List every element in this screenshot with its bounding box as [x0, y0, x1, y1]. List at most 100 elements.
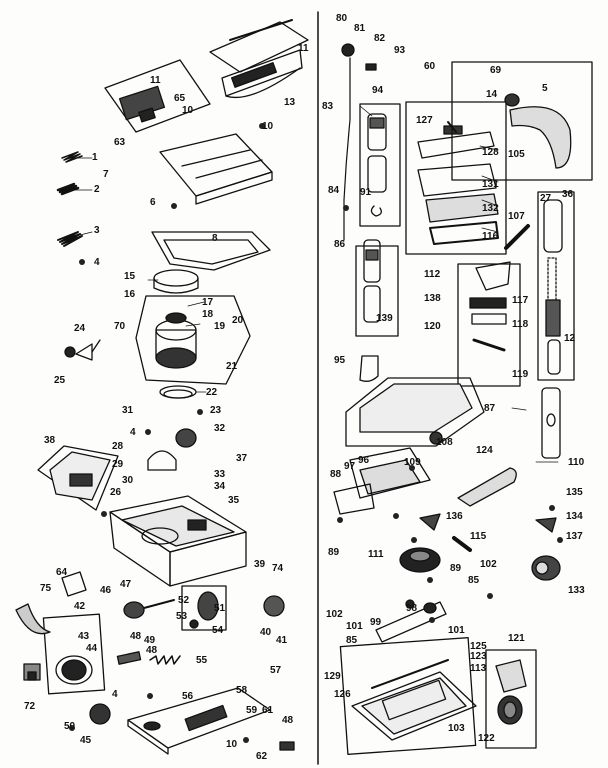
callout-126: 126 — [334, 689, 351, 700]
callout-22: 22 — [206, 387, 218, 398]
swivel-link-part — [64, 339, 101, 361]
callout-51: 51 — [214, 603, 226, 614]
callout-70: 70 — [114, 321, 126, 332]
callout-34: 34 — [214, 481, 226, 492]
callout-48-a: 48 — [130, 631, 142, 642]
elbow-95-part — [359, 355, 379, 382]
nozzle-plate-part — [351, 659, 477, 741]
callout-42: 42 — [74, 601, 86, 612]
callout-117: 117 — [512, 295, 529, 306]
callout-16: 16 — [124, 289, 136, 300]
callout-101-b: 101 — [448, 625, 465, 636]
callout-97: 97 — [344, 461, 356, 472]
callout-110: 110 — [568, 457, 585, 468]
callout-80: 80 — [336, 13, 348, 24]
callout-86: 86 — [334, 239, 346, 250]
callout-112: 112 — [424, 269, 441, 280]
callout-133: 133 — [568, 585, 585, 596]
upholstery-box — [457, 263, 521, 387]
callout-57: 57 — [270, 665, 282, 676]
callout-118: 118 — [512, 319, 529, 330]
callout-11-a: 11 — [150, 75, 161, 86]
spring-75-part — [15, 603, 51, 635]
wand-box — [537, 191, 575, 381]
top-panel-part — [159, 133, 273, 205]
axle-wheel-part — [123, 599, 175, 619]
wheel-45-part — [89, 703, 111, 725]
screw-parts-right — [337, 205, 563, 623]
callout-108: 108 — [436, 437, 453, 448]
callout-7: 7 — [103, 169, 109, 180]
callout-29: 29 — [112, 459, 124, 470]
callout-96: 96 — [358, 455, 370, 466]
nozzle-box — [339, 637, 477, 755]
cap-121-part — [495, 659, 527, 725]
callout-137: 137 — [566, 531, 583, 542]
callout-134: 134 — [566, 511, 583, 522]
callout-28: 28 — [112, 441, 124, 452]
callout-23: 23 — [210, 405, 222, 416]
callout-85-a: 85 — [346, 635, 358, 646]
callout-4: 4 — [94, 257, 100, 268]
ring-14-part — [504, 93, 520, 107]
callout-47: 47 — [120, 579, 132, 590]
callout-120: 120 — [424, 321, 441, 332]
callout-10-a: 10 — [182, 105, 194, 116]
callout-136: 136 — [446, 511, 463, 522]
callout-74: 74 — [272, 563, 284, 574]
hose-105-part — [509, 106, 572, 169]
tube-group-box-lower — [355, 245, 399, 337]
rear-wheel-part — [55, 655, 93, 685]
callout-119: 119 — [512, 369, 529, 380]
clip-115-part — [452, 536, 472, 552]
callout-83: 83 — [322, 101, 334, 112]
bracket-88-part — [333, 483, 375, 515]
nozzle-124-part — [457, 467, 517, 507]
callout-107: 107 — [508, 211, 525, 222]
callout-48-b: 48 — [146, 645, 158, 656]
callout-65: 65 — [174, 93, 186, 104]
callout-24: 24 — [74, 323, 86, 334]
latch-134-part — [535, 517, 557, 533]
bottom-plate-part — [127, 687, 271, 755]
callout-45: 45 — [80, 735, 92, 746]
callout-56: 56 — [182, 691, 194, 702]
callout-10-c: 10 — [226, 739, 238, 750]
floor-brush-part — [417, 125, 499, 245]
callout-43: 43 — [78, 631, 90, 642]
bumper-28-part — [147, 450, 177, 471]
callout-125: 125 — [470, 641, 487, 652]
callout-116: 116 — [482, 231, 499, 242]
callout-19: 19 — [214, 321, 226, 332]
callout-105: 105 — [508, 149, 525, 160]
callout-2: 2 — [94, 184, 100, 195]
callout-25: 25 — [54, 375, 66, 386]
crevice-107-part — [504, 224, 530, 250]
callout-17: 17 — [202, 297, 214, 308]
callout-102-a: 102 — [326, 609, 343, 620]
callout-75: 75 — [40, 583, 52, 594]
wheel-group-part — [181, 585, 227, 631]
callout-32: 32 — [214, 423, 226, 434]
callout-36: 36 — [562, 189, 574, 200]
callout-131: 131 — [482, 179, 499, 190]
callout-40: 40 — [260, 627, 272, 638]
wand-part — [541, 199, 563, 459]
callout-49: 49 — [144, 635, 156, 646]
callout-8: 8 — [212, 233, 218, 244]
callout-91: 91 — [360, 187, 372, 198]
callout-55: 55 — [196, 655, 208, 666]
callout-135: 135 — [566, 487, 583, 498]
callout-41: 41 — [276, 635, 288, 646]
callout-101-a: 101 — [346, 621, 363, 632]
callout-30: 30 — [122, 475, 134, 486]
callout-20: 20 — [232, 315, 244, 326]
callout-1: 1 — [92, 152, 98, 163]
callout-10-b: 10 — [262, 121, 274, 132]
callout-13: 13 — [284, 97, 296, 108]
callout-102-b: 102 — [480, 559, 497, 570]
callout-94: 94 — [372, 85, 384, 96]
wheel-40-part — [263, 595, 285, 617]
pad-62-part — [279, 741, 295, 751]
